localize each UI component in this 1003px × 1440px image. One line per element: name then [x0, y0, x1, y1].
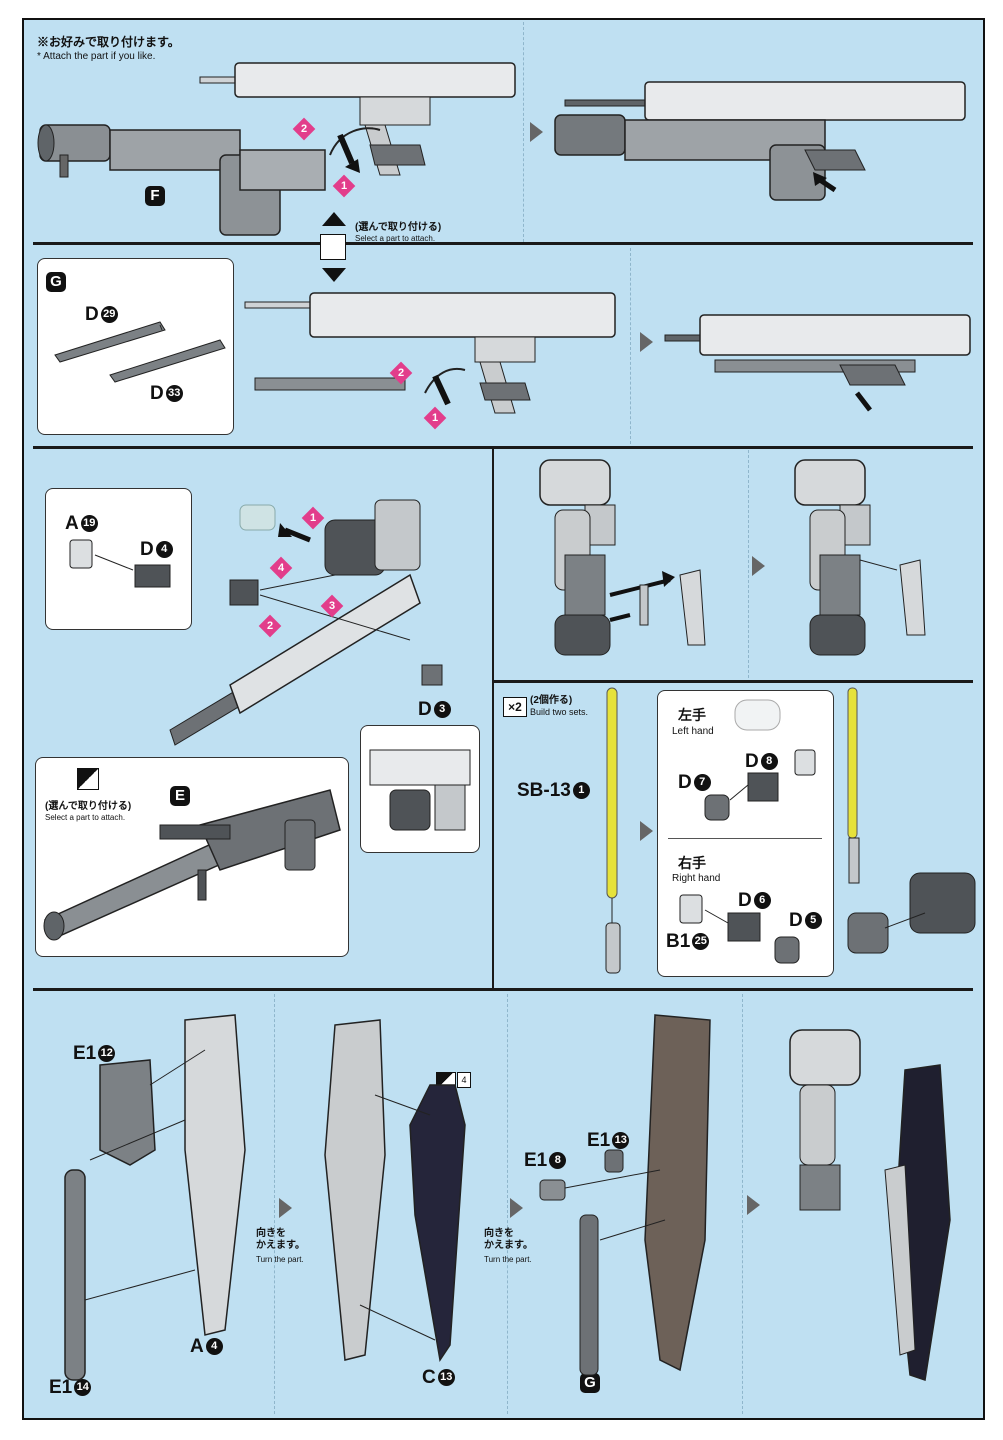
- step-marker-3: 3: [320, 594, 344, 618]
- badge-f: F: [145, 186, 165, 206]
- rifle-assembled-illustration: [554, 81, 966, 201]
- step-marker-1c: 1: [301, 506, 325, 530]
- turn-note-en-2: Turn the part.: [484, 1255, 532, 1264]
- arm-disassembly-illustration: [539, 459, 706, 656]
- optional-note-jp: ※お好みで取り付けます。: [37, 35, 180, 49]
- step-marker-1b: 1: [423, 406, 447, 430]
- divider-mid: [492, 446, 494, 988]
- build-two-badge: ×2: [503, 697, 527, 717]
- rifle-with-bazooka-illustration: [37, 62, 516, 236]
- shield-back-illustration: [324, 1019, 466, 1362]
- g-parts-illustration: [54, 321, 226, 383]
- turn-note-jp-1: 向きを かえます。: [256, 1228, 305, 1251]
- a19-d4-illustration: [69, 539, 171, 588]
- next-arrow-7: [747, 1195, 760, 1215]
- saber-hand-illustration: [847, 687, 976, 954]
- build-note-jp: (2個作る): [530, 695, 573, 706]
- left-hand-en: Left hand: [672, 726, 714, 737]
- dash-1: [523, 22, 524, 242]
- bazooka-e-illustration: [43, 789, 341, 941]
- left-hand-jp: 左手: [678, 707, 706, 723]
- select-note-jp: (選んで取り付ける): [355, 222, 442, 233]
- build-note-en: Build two sets.: [530, 707, 589, 717]
- next-arrow-5: [279, 1198, 292, 1218]
- next-arrow-4: [640, 821, 653, 841]
- page-ref-number: 4: [457, 1072, 471, 1088]
- arm-assembled-illustration: [794, 459, 926, 656]
- next-arrow-3: [752, 556, 765, 576]
- optional-note-en: * Attach the part if you like.: [37, 51, 156, 62]
- step-marker-4: 4: [269, 556, 293, 580]
- badge-e: E: [170, 786, 190, 806]
- next-arrow-6: [510, 1198, 523, 1218]
- turn-note-en-1: Turn the part.: [256, 1255, 304, 1264]
- dash-3: [748, 450, 749, 678]
- hands-divider: [668, 838, 822, 839]
- step-marker-2b: 2: [389, 361, 413, 385]
- divider-saber: [493, 680, 973, 683]
- select2-note-en: Select a part to attach.: [45, 813, 126, 822]
- right-hand-parts-illustration: [679, 894, 800, 964]
- arm-shield-assembled-illustration: [789, 1029, 951, 1381]
- step-marker-2c: 2: [258, 614, 282, 638]
- dash-6: [742, 994, 743, 1414]
- select2-note-jp: (選んで取り付ける): [45, 801, 132, 812]
- select-icon: [77, 768, 99, 790]
- shield-assembly-illustration: [539, 1014, 711, 1376]
- divider-row1: [33, 242, 973, 245]
- select-note-en: Select a part to attach.: [355, 234, 436, 243]
- divider-row2: [33, 446, 973, 449]
- shield-parts-illustration: [64, 1014, 246, 1381]
- step-marker-1: 1: [332, 174, 356, 198]
- turn-note-jp-2: 向きを かえます。: [484, 1228, 533, 1251]
- rifle-g-assembled-illustration: [664, 314, 971, 412]
- arm-rifle-illustration: [169, 499, 443, 746]
- dash-5: [507, 994, 508, 1414]
- select-arrow: [317, 212, 351, 282]
- right-hand-jp: 右手: [678, 855, 706, 871]
- rifle-g-illustration: [244, 292, 616, 414]
- next-arrow: [530, 122, 543, 142]
- step-marker-2: 2: [292, 117, 316, 141]
- badge-g2: G: [580, 1373, 600, 1393]
- saber-blade-illustration: [605, 687, 621, 974]
- divider-row3: [33, 988, 973, 991]
- badge-g: G: [46, 272, 66, 292]
- right-hand-en: Right hand: [672, 873, 721, 884]
- dash-4: [274, 994, 275, 1414]
- dash-2: [630, 248, 631, 444]
- left-hand-parts-illustration: [704, 699, 816, 821]
- next-arrow-2: [640, 332, 653, 352]
- handgrip-detail-illustration: [369, 749, 471, 831]
